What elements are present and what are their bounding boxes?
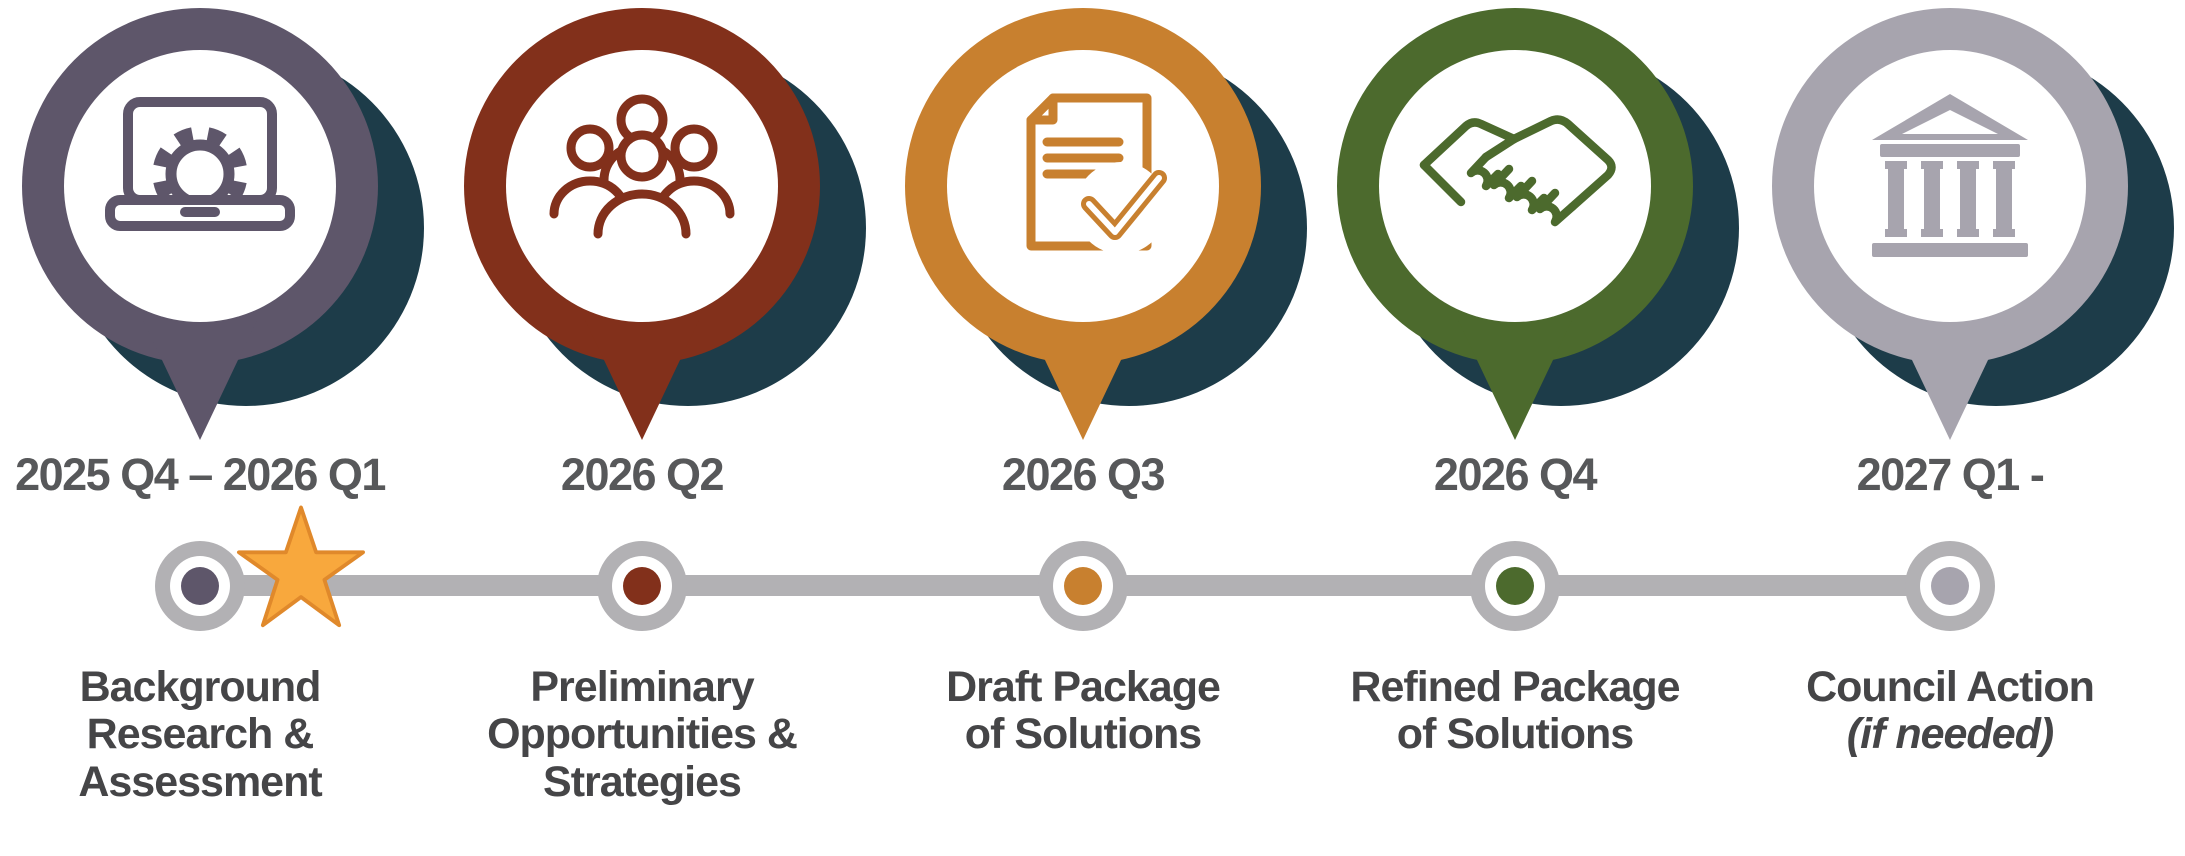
timeline-dot — [1038, 541, 1128, 631]
timeline-dot — [155, 541, 245, 631]
timeline-dot-core — [181, 567, 219, 605]
timeline-dot-core — [623, 567, 661, 605]
stage-label-line: Research & — [86, 710, 315, 759]
stage-label: Council Action (if needed) — [1730, 663, 2170, 759]
stage-label: Preliminary Opportunities & Strategies — [422, 663, 862, 806]
timeline-dot-ring — [1485, 556, 1545, 616]
stage-column-2: 2026 Q2 Preliminary Opportunities & Stra… — [422, 0, 866, 856]
star-icon — [237, 505, 365, 628]
stage-label: Background Research & Assessment — [0, 663, 420, 806]
timeline-dot — [597, 541, 687, 631]
timeline-dot — [1905, 541, 1995, 631]
stage-column-4: 2026 Q4 Refined Package of Solutions — [1295, 0, 1739, 856]
timeline-dot-ring — [1920, 556, 1980, 616]
people-group-icon — [549, 94, 735, 239]
stage-pin — [464, 8, 866, 440]
stage-label-line: Preliminary — [530, 663, 754, 711]
stage-label-line: Opportunities & — [487, 710, 798, 759]
stage-pin — [1337, 8, 1739, 440]
date-label: 2025 Q4 – 2026 Q1 — [15, 449, 386, 500]
date-label: 2026 Q4 — [1433, 449, 1598, 500]
government-building-icon — [1872, 94, 2028, 257]
stage-label-line: Council Action — [1806, 663, 2095, 711]
timeline-dot-core — [1064, 567, 1102, 605]
stage-column-5: 2027 Q1 - Council Action (if needed) — [1730, 0, 2174, 856]
stage-label-line: Background — [79, 663, 322, 711]
stage-label-line: Strategies — [543, 757, 742, 806]
stage-label-line: Refined Package — [1350, 663, 1680, 711]
stage-column-1: 2025 Q4 – 2026 Q1 Background Research & … — [0, 0, 424, 856]
timeline-dot-ring — [612, 556, 672, 616]
stage-label-line-italic: (if needed) — [1846, 710, 2054, 759]
stage-label-line: of Solutions — [964, 710, 1202, 759]
document-check-icon — [1026, 93, 1167, 254]
laptop-gear-icon — [105, 97, 295, 231]
handshake-icon — [1419, 115, 1616, 227]
timeline-dot-core — [1496, 567, 1534, 605]
stage-pin — [22, 8, 424, 440]
stage-column-3: 2026 Q3 Draft Package of Solutions — [863, 0, 1307, 856]
timeline-dot-ring — [1053, 556, 1113, 616]
date-label: 2026 Q2 — [560, 449, 725, 500]
timeline-dot — [1470, 541, 1560, 631]
date-label: 2026 Q3 — [1001, 449, 1166, 500]
timeline-dot-core — [1931, 567, 1969, 605]
stage-label-line: Assessment — [78, 757, 322, 806]
stage-label-line: Draft Package — [946, 663, 1221, 711]
date-label: 2027 Q1 - — [1856, 449, 2045, 500]
stage-label: Refined Package of Solutions — [1295, 663, 1735, 759]
stage-label-line: of Solutions — [1396, 710, 1634, 759]
timeline-dot-ring — [170, 556, 230, 616]
stage-label: Draft Package of Solutions — [863, 663, 1303, 759]
stage-pin — [1772, 8, 2174, 440]
stage-pin — [905, 8, 1307, 440]
